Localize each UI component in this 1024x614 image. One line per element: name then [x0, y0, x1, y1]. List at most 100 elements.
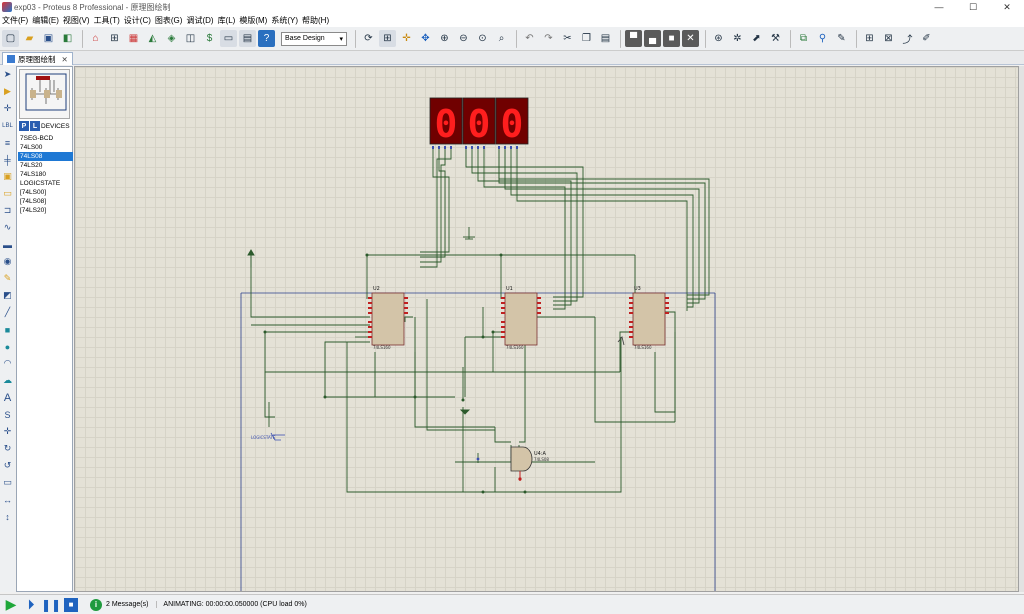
- menu-tools[interactable]: 工具(T): [93, 16, 120, 25]
- menu-library[interactable]: 库(L): [217, 16, 236, 25]
- schematic-canvas[interactable]: 0 0 0: [74, 66, 1019, 592]
- device-list-item[interactable]: LOGICSTATE: [20, 180, 61, 187]
- netlist-icon[interactable]: ✐: [922, 33, 931, 44]
- zoom-out-icon[interactable]: ⊖: [459, 33, 468, 44]
- menu-system[interactable]: 系统(Y): [271, 16, 299, 25]
- text-script-icon[interactable]: ≡: [4, 137, 11, 148]
- rotate-ccw-icon[interactable]: ↺: [3, 460, 12, 470]
- cut-icon[interactable]: ✂: [563, 33, 572, 44]
- menu-view[interactable]: 视图(V): [62, 16, 90, 25]
- menu-template[interactable]: 模版(M): [239, 16, 268, 25]
- tab-schematic-capture[interactable]: 原理图绘制 ✕: [2, 52, 73, 65]
- gerber-icon[interactable]: ◈: [167, 33, 176, 44]
- home-icon[interactable]: ⌂: [92, 33, 99, 44]
- path-icon[interactable]: ☁: [3, 375, 12, 385]
- circle-icon[interactable]: ●: [4, 341, 11, 352]
- marker-icon[interactable]: ✛: [3, 426, 12, 436]
- angle-input-icon[interactable]: ▭: [3, 477, 12, 487]
- maximize-button[interactable]: ☐: [968, 1, 978, 12]
- remove-sheet-icon[interactable]: ⊠: [884, 33, 893, 44]
- counter-chip[interactable]: U1 74LS160: [504, 286, 538, 350]
- step-icon[interactable]: ⏵: [27, 596, 35, 612]
- component-icon[interactable]: ◫: [185, 33, 196, 44]
- logic-state-probe[interactable]: LOGICSTATE: [251, 432, 285, 441]
- menu-file[interactable]: 文件(F): [2, 16, 29, 25]
- menu-help[interactable]: 帮助(H): [302, 16, 330, 25]
- zoom-in-icon[interactable]: ⊕: [440, 33, 449, 44]
- block-delete-icon[interactable]: ✕: [682, 30, 699, 47]
- minimize-button[interactable]: —: [934, 2, 944, 12]
- help-icon[interactable]: ?: [258, 30, 275, 47]
- bom-icon[interactable]: $: [206, 33, 213, 44]
- menu-graph[interactable]: 图表(G): [154, 16, 183, 25]
- device-list-item[interactable]: [74LS20]: [20, 207, 47, 214]
- pcb-icon[interactable]: ▦: [128, 33, 139, 44]
- mirror-horizontal-icon[interactable]: ↔: [3, 494, 12, 505]
- seven-segment-display[interactable]: 0: [462, 97, 496, 146]
- play-icon[interactable]: ▶: [5, 596, 17, 612]
- origin-icon[interactable]: ✛: [402, 33, 411, 44]
- pause-icon[interactable]: ❚❚: [40, 597, 62, 612]
- property-assign-icon[interactable]: ✎: [837, 33, 846, 44]
- wire-autorouter-icon[interactable]: ⧉: [799, 33, 808, 44]
- info-icon[interactable]: i: [90, 598, 102, 611]
- seven-segment-display[interactable]: 0: [429, 97, 463, 146]
- box-icon[interactable]: ■: [4, 324, 11, 335]
- message-count[interactable]: 2 Message(s): [106, 601, 158, 608]
- tape-recorder-icon[interactable]: ▬: [3, 239, 12, 250]
- schematic-icon[interactable]: ⊞: [110, 33, 119, 44]
- new-sheet-icon[interactable]: ⊞: [865, 33, 874, 44]
- generator-icon[interactable]: ◉: [3, 256, 12, 266]
- library-manager-button[interactable]: L: [30, 121, 40, 131]
- and-gate[interactable]: U4:A 74LS08: [510, 446, 549, 481]
- symbol-icon[interactable]: S: [4, 409, 11, 420]
- instrument-icon[interactable]: ◩: [3, 290, 12, 300]
- bus-icon[interactable]: ╪: [4, 154, 11, 165]
- decompose-icon[interactable]: ⚒: [771, 33, 780, 44]
- refresh-icon[interactable]: ⟳: [364, 33, 373, 44]
- zoom-all-icon[interactable]: ⊙: [478, 33, 487, 44]
- open-folder-icon[interactable]: ▰: [25, 33, 34, 44]
- subcircuit-icon[interactable]: ▣: [3, 171, 12, 181]
- text-icon[interactable]: A: [3, 391, 12, 404]
- device-list-item[interactable]: 7SEG-BCD: [20, 135, 54, 142]
- device-pin-icon[interactable]: ⊐: [3, 205, 12, 215]
- device-list-item[interactable]: 74LS00: [20, 144, 43, 151]
- device-list-item[interactable]: 74LS180: [20, 171, 47, 178]
- make-device-icon[interactable]: ✲: [733, 33, 742, 44]
- design-select[interactable]: Base Design ▾: [281, 31, 347, 46]
- save-icon[interactable]: ▣: [43, 33, 54, 44]
- menu-edit[interactable]: 编辑(E): [32, 16, 59, 25]
- tab-close-icon[interactable]: ✕: [61, 54, 68, 64]
- junction-dot-icon[interactable]: ✛: [3, 103, 12, 113]
- source-code-icon[interactable]: ▭: [220, 30, 237, 47]
- device-list-item[interactable]: [74LS08]: [20, 198, 47, 205]
- pick-devices-button[interactable]: P: [19, 121, 29, 131]
- notes-icon[interactable]: ▤: [239, 30, 256, 47]
- block-rotate-icon[interactable]: ■: [663, 30, 680, 47]
- redo-icon[interactable]: ↷: [544, 33, 553, 44]
- seven-segment-display[interactable]: 0: [495, 97, 529, 146]
- grid-icon[interactable]: ⊞: [379, 30, 396, 47]
- search-tag-icon[interactable]: ⚲: [818, 33, 827, 44]
- pick-device-icon[interactable]: ⊛: [714, 33, 723, 44]
- counter-chip[interactable]: U2 74LS160: [371, 286, 405, 350]
- device-list-item-selected[interactable]: 74LS08: [18, 152, 73, 161]
- undo-icon[interactable]: ↶: [525, 33, 534, 44]
- block-copy-icon[interactable]: ▀: [625, 30, 642, 47]
- mirror-vertical-icon[interactable]: ↕: [5, 511, 10, 522]
- selection-mode-icon[interactable]: ➤: [3, 69, 12, 79]
- menu-debug[interactable]: 调试(D): [186, 16, 214, 25]
- device-list-item[interactable]: 74LS20: [20, 162, 43, 169]
- import-icon[interactable]: ◧: [62, 33, 73, 44]
- copy-icon[interactable]: ❐: [582, 33, 591, 44]
- close-button[interactable]: ✕: [1003, 1, 1011, 12]
- new-file-icon[interactable]: ▢: [2, 30, 19, 47]
- zoom-area-icon[interactable]: ⌕: [498, 33, 505, 44]
- vertical-scrollbar[interactable]: [1019, 66, 1024, 592]
- menu-design[interactable]: 设计(C): [123, 16, 151, 25]
- pan-icon[interactable]: ✥: [421, 33, 430, 44]
- packaging-icon[interactable]: ⬈: [752, 33, 761, 44]
- 3d-view-icon[interactable]: ◭: [148, 33, 157, 44]
- wire-label-icon[interactable]: LBL: [2, 122, 13, 129]
